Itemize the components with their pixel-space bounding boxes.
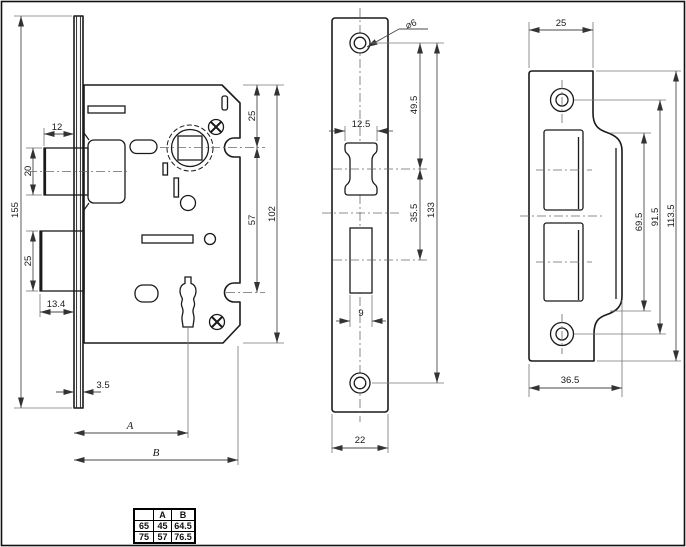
phillips-screw-icon (207, 118, 225, 136)
table-cell: 64.5 (171, 520, 196, 532)
dim-faceplate-h: 155 (10, 202, 21, 218)
table-cell: 65 (133, 520, 154, 532)
spindle-follower (166, 124, 214, 172)
dim-top-to-spindle: 25 (247, 111, 258, 122)
dim-screw-to-latch: 49.5 (409, 96, 420, 115)
oval-slot-upper (129, 139, 158, 155)
faceplate-view: ⌀6 12.5 49.5 35.5 133 9 22 (322, 8, 444, 453)
keyhole-icon (179, 276, 197, 328)
dim-backset-A: A (126, 420, 134, 432)
dim-spindle-to-key: 57 (247, 215, 258, 226)
table-row: 65 45 64.5 (133, 520, 196, 532)
round-hole-mid (179, 194, 197, 212)
latch-cutout (344, 142, 378, 196)
spindle-square-hole (177, 135, 203, 161)
dim-strike-screw-span: 91.5 (650, 208, 661, 227)
table-header-B: B (171, 508, 196, 521)
dim-latch-to-deadbolt: 35.5 (409, 204, 420, 223)
dim-plate-w: 22 (355, 435, 366, 446)
dim-deadbolt-w: 13.4 (47, 299, 66, 310)
dim-case-height: 102 (267, 206, 278, 222)
dim-bolt-h: 20 (23, 166, 34, 177)
small-slot-top-right (221, 95, 229, 111)
lock-body-dimensions (14, 15, 284, 465)
table-header-row: A B (133, 508, 196, 521)
phillips-screw-icon (208, 313, 226, 331)
round-hole-small (203, 232, 217, 246)
oval-slot-lower (134, 284, 159, 303)
dim-strike-total-h: 113.5 (666, 204, 677, 227)
table-header-A: A (153, 508, 172, 521)
dim-strike-top-w: 25 (556, 18, 567, 29)
dim-case-width-B: B (153, 447, 160, 459)
dim-strike-total-w: 36.5 (561, 375, 580, 386)
dim-bolt-len: 12 (52, 122, 63, 133)
table-cell: 57 (153, 531, 172, 544)
dim-plate-thickness: 3.5 (96, 380, 109, 391)
table-cell: 45 (153, 520, 172, 532)
dim-screw-span: 133 (426, 202, 437, 218)
screw-hole-icon (349, 372, 371, 394)
table-row: 75 57 76.5 (133, 531, 196, 544)
pin-slot-2 (173, 177, 180, 198)
lock-body-view: 12 20 155 25 13.4 3.5 A B 25 57 102 (10, 15, 284, 465)
top-slot (87, 105, 126, 114)
deadbolt (39, 230, 85, 292)
pin-slot-1 (162, 162, 169, 176)
faceplate-dimensions (329, 28, 444, 453)
dim-hole-dia: ⌀6 (404, 17, 418, 31)
dim-deadbolt-h: 25 (23, 256, 34, 267)
deadbolt-cutout (349, 227, 373, 294)
dim-lip-h: 69.5 (634, 213, 645, 232)
size-table: A B 65 45 64.5 75 57 76.5 (133, 508, 196, 544)
mid-slot (141, 234, 194, 244)
table-cell: 75 (133, 531, 154, 544)
table-cell: 76.5 (171, 531, 196, 544)
strike-plate-view: 25 69.5 91.5 113.5 36.5 (520, 18, 681, 397)
faceplate-side (73, 15, 84, 409)
table-header-blank (133, 508, 154, 521)
strike-plate-dimensions (528, 22, 681, 397)
dim-latch-cutout-w: 12.5 (352, 119, 371, 130)
dim-deadbolt-cutout-w: 9 (358, 308, 363, 319)
screw-hole-icon (349, 32, 371, 54)
